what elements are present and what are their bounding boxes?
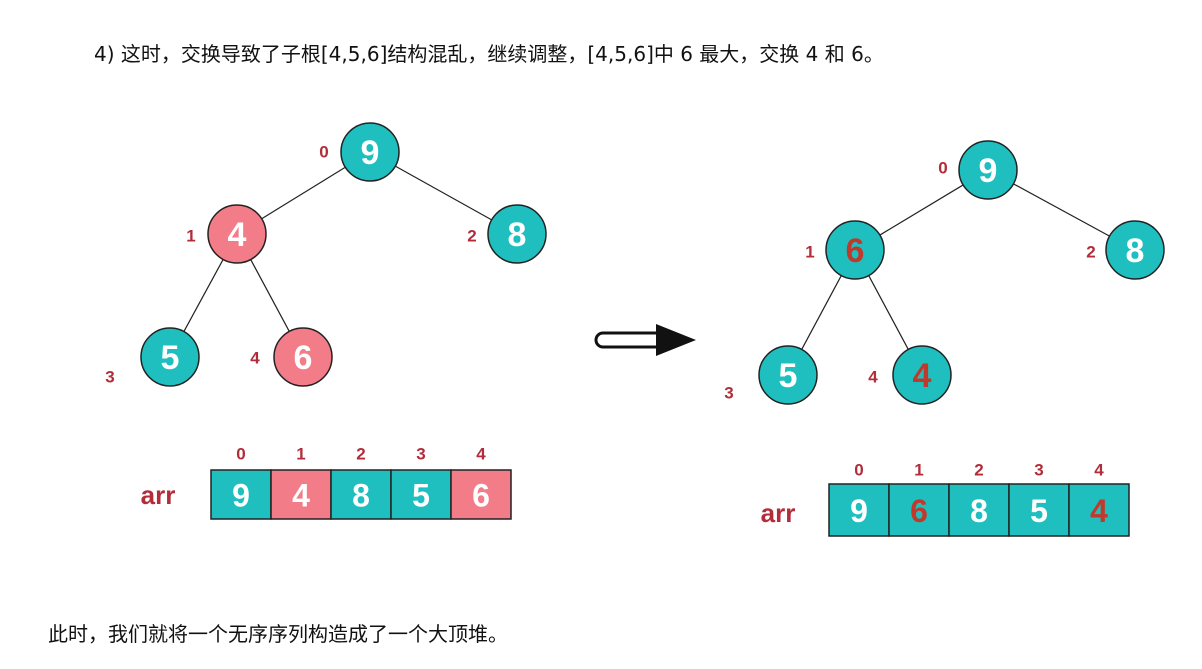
left-tree-node-value-0: 9: [361, 134, 380, 172]
right-array-cell-1: [888, 483, 950, 537]
right-tree-node-index-4: 4: [868, 368, 878, 387]
right-tree-edge-1-3: [801, 275, 842, 350]
left-tree-node-index-0: 0: [319, 143, 328, 162]
left-heap-panel: 9 0 4 1 8 2 5 3 6 4 arr 9 0 4 1 8 2 5 3 6 4: [105, 122, 547, 520]
left-tree-node-0: [340, 122, 400, 182]
left-tree-node-index-1: 1: [186, 227, 195, 246]
right-tree-node-4: [892, 345, 952, 405]
left-array-cell-4: [450, 469, 512, 520]
right-array-cell-index-0: 0: [854, 461, 863, 480]
left-array-cell-3: [390, 469, 452, 520]
right-tree-edge-0-1: [879, 184, 964, 236]
left-array-cell-value-0: 9: [232, 478, 250, 514]
left-tree-node-4: [273, 327, 333, 387]
right-arrow-icon: [594, 324, 696, 356]
left-array-cell-value-4: 6: [472, 478, 490, 514]
right-array-cell-index-3: 3: [1034, 461, 1043, 480]
left-tree-edge-0-1: [261, 166, 346, 220]
left-tree-node-2: [487, 204, 547, 264]
left-tree-node-index-3: 3: [105, 368, 114, 387]
right-array-cell-index-1: 1: [914, 461, 923, 480]
left-array-cell-value-2: 8: [352, 478, 370, 514]
right-tree-node-2: [1105, 220, 1165, 280]
left-tree-node-value-4: 6: [294, 339, 313, 377]
right-tree-node-0: [958, 140, 1018, 200]
right-tree-node-value-3: 5: [779, 357, 798, 395]
left-arr-label: arr: [141, 480, 176, 510]
right-tree-node-index-2: 2: [1086, 243, 1095, 262]
right-tree-node-3: [758, 345, 818, 405]
right-tree-node-index-3: 3: [724, 384, 733, 403]
right-array-cell-value-0: 9: [850, 493, 868, 529]
bottom-caption: 此时，我们就将一个无序序列构造成了一个大顶堆。: [48, 622, 508, 646]
left-tree-node-value-3: 5: [161, 339, 180, 377]
right-tree-edge-0-2: [1013, 183, 1110, 237]
right-heap-panel: 9 0 6 1 8 2 5 3 4 4 arr 9 0 6 1 8 2 5 3 4 4: [724, 140, 1165, 537]
right-array-cell-2: [948, 483, 1010, 537]
left-array-cell-index-2: 2: [356, 445, 365, 464]
right-array-cell-value-1: 6: [910, 493, 928, 529]
right-arr-label: arr: [761, 498, 796, 528]
left-array-cell-1: [270, 469, 332, 520]
left-tree-node-3: [140, 327, 200, 387]
left-array-cell-index-1: 1: [296, 445, 305, 464]
right-tree-node-value-0: 9: [979, 152, 998, 190]
right-tree-node-index-0: 0: [938, 159, 947, 178]
right-tree-node-1: [825, 220, 885, 280]
left-array-cell-index-3: 3: [416, 445, 425, 464]
right-array-cell-value-2: 8: [970, 493, 988, 529]
top-caption: 4) 这时，交换导致了子根[4,5,6]结构混乱，继续调整，[4,5,6]中 6…: [94, 42, 884, 66]
left-array-cell-index-0: 0: [236, 445, 245, 464]
left-array-cell-index-4: 4: [476, 445, 486, 464]
left-tree-node-1: [207, 204, 267, 264]
left-tree-edge-1-3: [183, 259, 224, 332]
right-array-cell-index-4: 4: [1094, 461, 1104, 480]
left-array-cell-value-1: 4: [292, 478, 310, 514]
right-tree-node-value-2: 8: [1126, 232, 1145, 270]
right-tree-node-value-4: 4: [913, 357, 932, 395]
right-tree-node-index-1: 1: [805, 243, 814, 262]
left-tree-edge-0-2: [395, 165, 492, 221]
right-array-cell-4: [1068, 483, 1130, 537]
right-tree-node-value-1: 6: [846, 232, 865, 270]
right-array-cell-index-2: 2: [974, 461, 983, 480]
left-tree-node-index-2: 2: [467, 227, 476, 246]
left-tree-node-value-1: 4: [228, 216, 247, 254]
right-array-cell-value-4: 4: [1090, 493, 1108, 529]
left-tree-edge-1-4: [250, 259, 290, 332]
left-tree-node-value-2: 8: [508, 216, 527, 254]
right-array-cell-value-3: 5: [1030, 493, 1048, 529]
right-tree-edge-1-4: [868, 275, 909, 350]
left-tree-node-index-4: 4: [250, 349, 260, 368]
left-array-cell-value-3: 5: [412, 478, 430, 514]
